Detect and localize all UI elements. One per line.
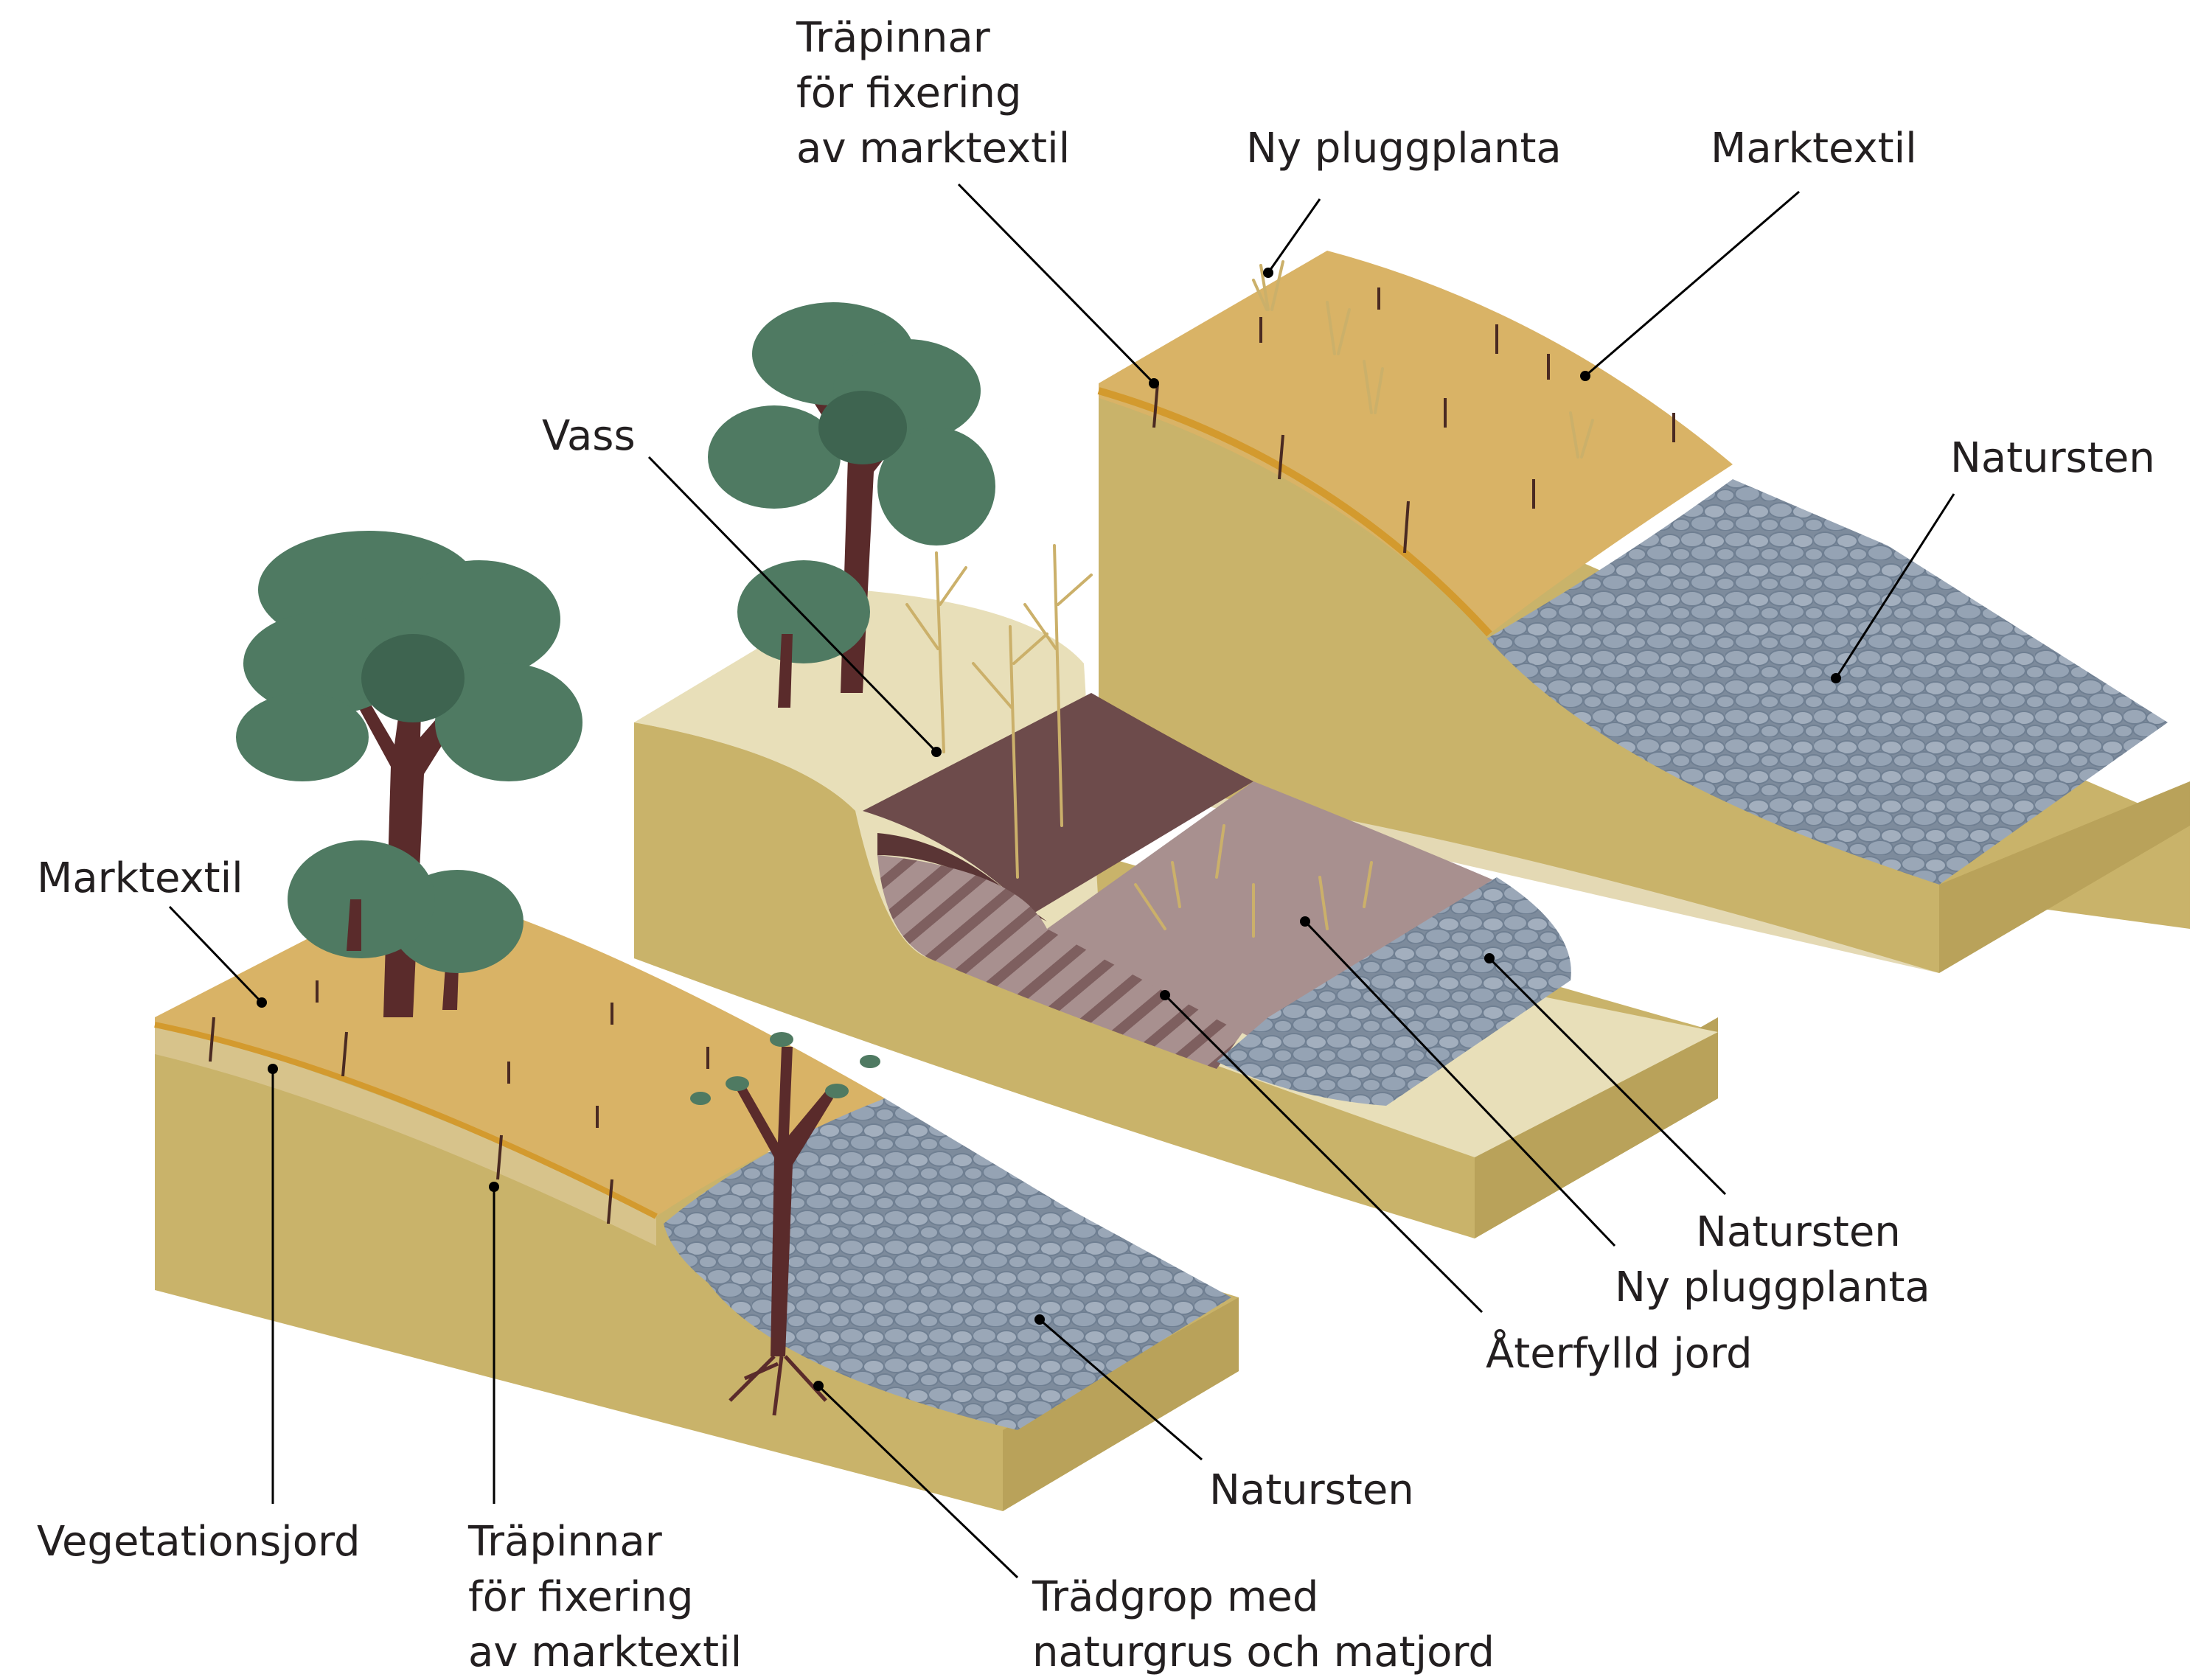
stone-slope-middle: [1217, 877, 1571, 1106]
middle-block: [634, 544, 1718, 1238]
refilled-soil: [877, 855, 1253, 1069]
label-tradgrop: Trädgrop med naturgrus och matjord: [1032, 1573, 1495, 1676]
left-block: [154, 885, 1239, 1511]
dark-soil: [863, 693, 1253, 914]
label-vass: Vass: [542, 412, 636, 460]
tree-icon-left: [236, 531, 582, 1017]
tree-icon-middle: [708, 302, 995, 708]
stone-slope-right: [1482, 479, 2168, 885]
label-vegetationsjord: Vegetationsjord: [37, 1518, 361, 1566]
label-aterfylld-jord: Återfylld jord: [1486, 1329, 1752, 1378]
right-block: [1097, 251, 2190, 973]
label-marktextil-top: Marktextil: [1711, 125, 1917, 172]
stone-slope-left: [664, 1098, 1231, 1430]
label-ny-pluggplanta-top: Ny pluggplanta: [1246, 125, 1562, 172]
tree-icon-pit: [690, 1032, 880, 1416]
leader-lines: [168, 183, 1955, 1579]
textile-top-right: [1099, 251, 1733, 634]
label-natursten-right: Natursten: [1950, 434, 2155, 482]
reed-icon: [905, 544, 1373, 938]
textile-top-left: [155, 885, 885, 1216]
label-natursten-bottom: Natursten: [1209, 1466, 1414, 1514]
label-natursten-mid: Natursten: [1696, 1208, 1901, 1256]
label-trapinnar-bottom: Träpinnar för fixering av marktextil: [467, 1518, 742, 1676]
plug-plant-icon: [1252, 260, 1594, 459]
label-marktextil-left: Marktextil: [37, 854, 243, 902]
labels: Träpinnar för fixering av marktextil Ny …: [37, 14, 2155, 1676]
label-ny-pluggplanta-mid: Ny pluggplanta: [1615, 1264, 1930, 1311]
label-trapinnar-top: Träpinnar för fixering av marktextil: [796, 14, 1070, 172]
